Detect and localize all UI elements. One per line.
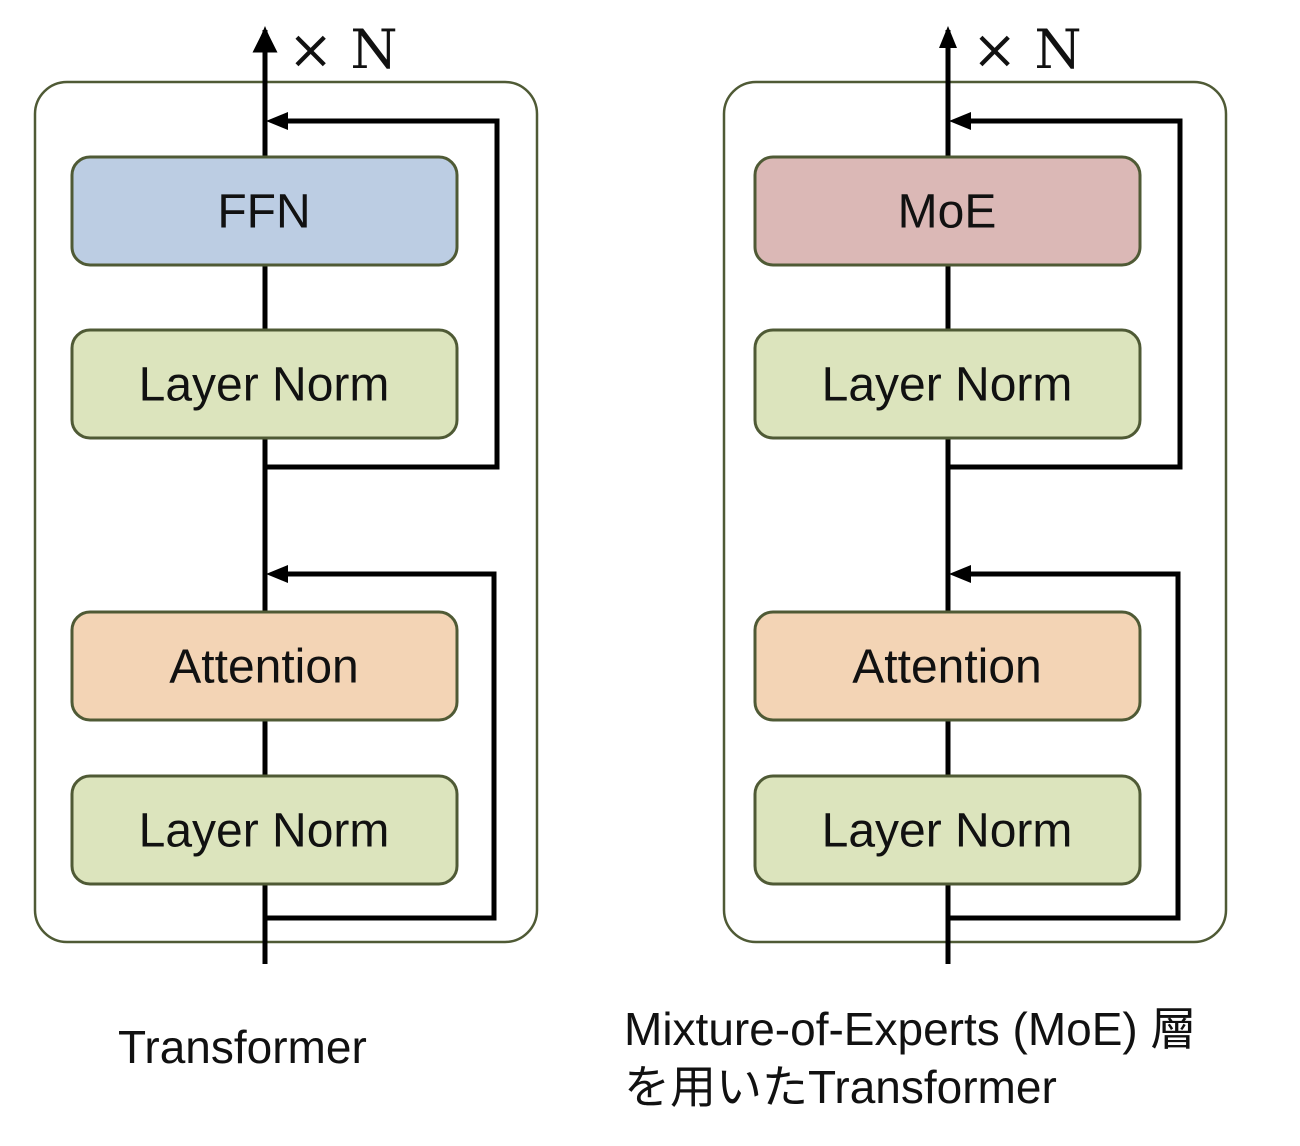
skip-connection-bottom — [948, 571, 1181, 921]
arrow-left-icon — [266, 112, 288, 130]
layer-norm-bottom-label: Layer Norm — [139, 805, 390, 858]
moe-label: MoE — [898, 186, 997, 239]
attention-block — [753, 610, 1142, 722]
arrow-up-icon — [256, 26, 274, 48]
layer-norm-bottom-block — [753, 774, 1142, 886]
transformer-diagram: FFN Layer Norm Attention Layer Norm × N — [33, 18, 539, 964]
transformer-container — [33, 80, 539, 944]
layer-norm-top-block — [70, 328, 459, 440]
moe-transformer-container — [722, 80, 1228, 944]
layer-norm-top-label: Layer Norm — [822, 359, 1073, 412]
skip-connection-bottom — [265, 571, 497, 921]
arrow-left-icon — [949, 112, 971, 130]
moe-transformer-diagram: MoE Layer Norm Attention Layer Norm × N — [722, 18, 1228, 964]
layer-norm-top-block — [753, 328, 1142, 440]
attention-block — [70, 610, 459, 722]
repeat-label: × N — [972, 18, 1082, 81]
arrow-left-icon — [949, 565, 971, 583]
attention-label: Attention — [852, 641, 1041, 694]
moe-caption-line-2: を用いたTransformer — [624, 1061, 1057, 1113]
transformer-caption: Transformer — [118, 1021, 367, 1073]
skip-connection-top — [948, 118, 1183, 470]
layer-norm-bottom-block — [70, 774, 459, 886]
layer-norm-top-label: Layer Norm — [139, 359, 390, 412]
ffn-label: FFN — [217, 186, 310, 239]
moe-block — [753, 155, 1142, 267]
attention-label: Attention — [169, 641, 358, 694]
ffn-block — [70, 155, 459, 267]
layer-norm-bottom-label: Layer Norm — [822, 805, 1073, 858]
arrow-up-icon — [939, 26, 957, 48]
arrow-left-icon — [266, 565, 288, 583]
repeat-label: × N — [288, 18, 398, 81]
skip-connection-top — [265, 118, 500, 470]
moe-transformer-caption: Mixture-of-Experts (MoE) 層 を用いたTransform… — [624, 1000, 1197, 1116]
moe-caption-line-1: Mixture-of-Experts (MoE) 層 — [624, 1003, 1197, 1055]
